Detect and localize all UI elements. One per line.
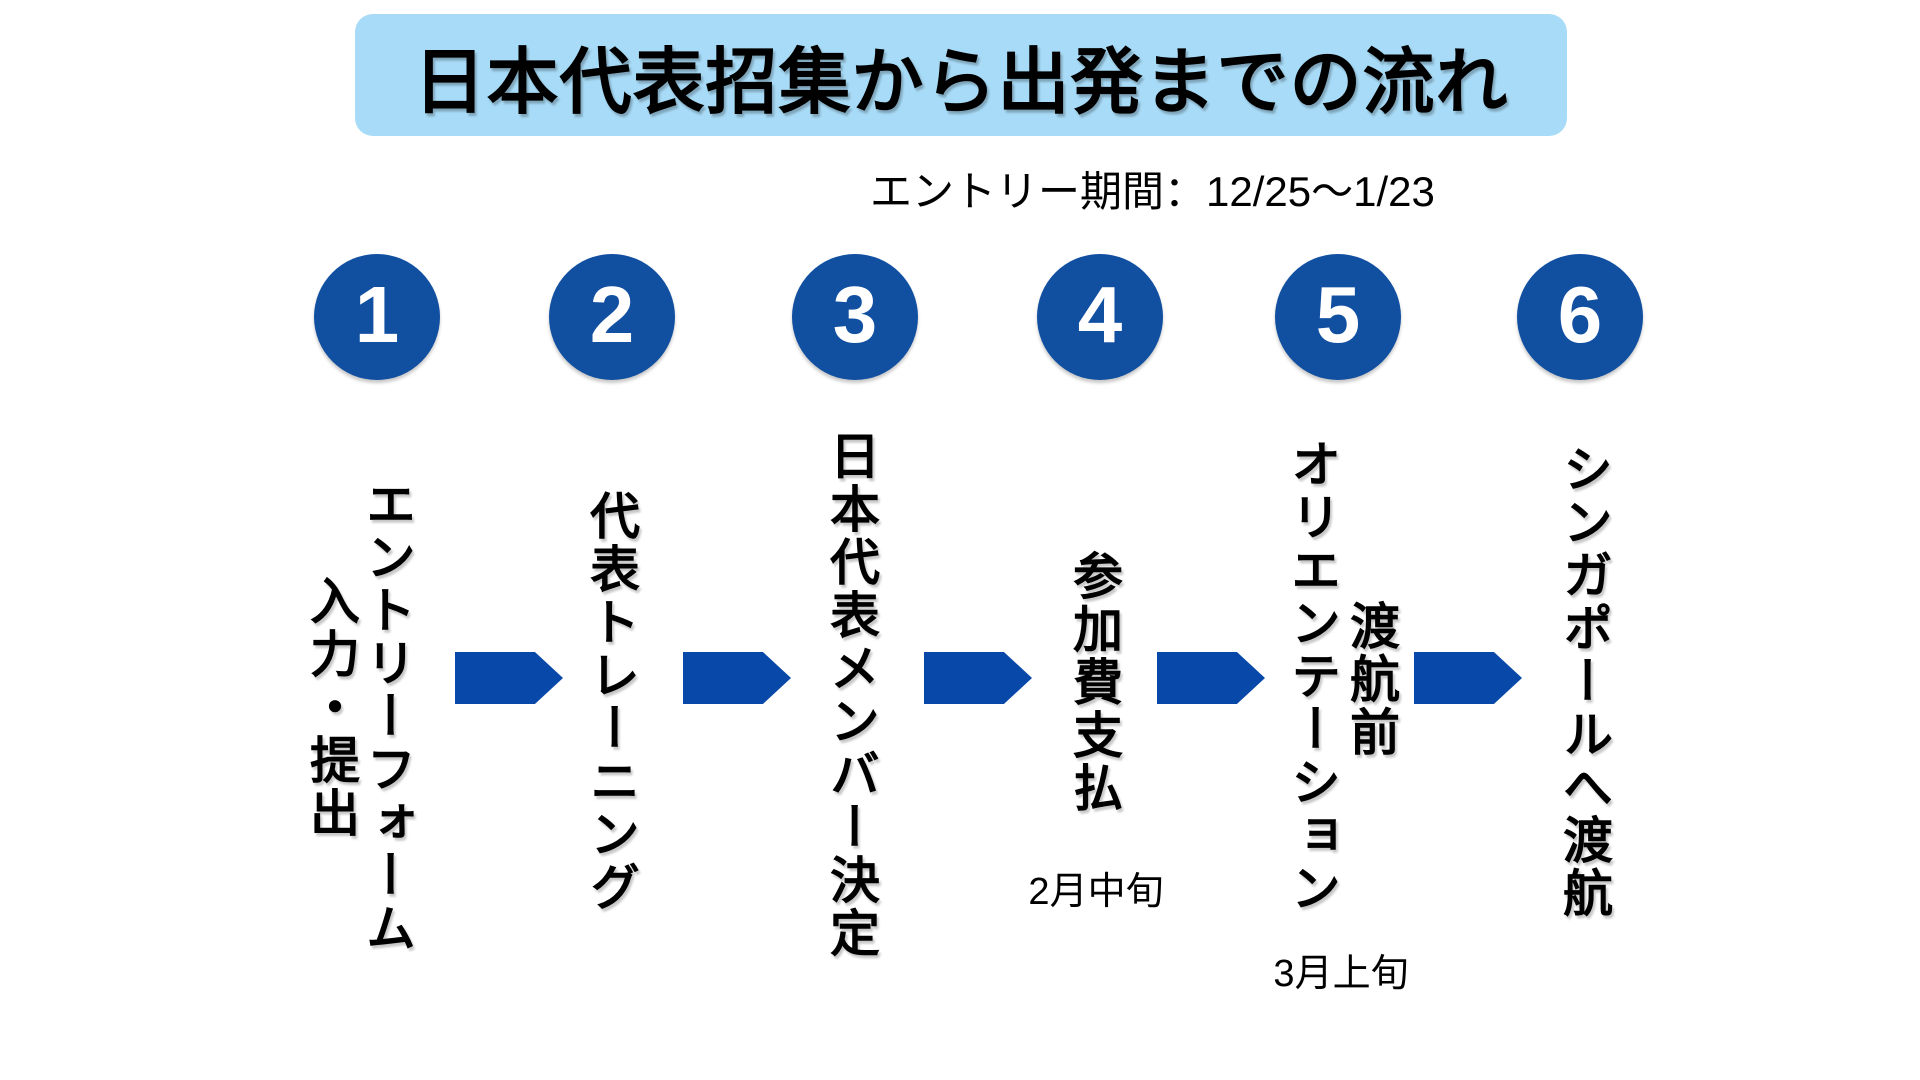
step-number: 5 [1315,270,1361,359]
step-number: 6 [1557,270,1603,359]
arrow-right-icon-4 [1157,652,1265,704]
step-label-6: シンガポールへ渡航 [1556,443,1612,920]
step-label-1-col1: エントリーフォーム [359,478,415,955]
step-circle-4: 4 [1037,254,1163,380]
page-title: 日本代表招集から出発までの流れ [413,42,1509,123]
step-label-2: 代表トレーニング [583,490,639,914]
step-circle-2: 2 [549,254,675,380]
step-date-5: 3月上旬 [1273,953,1409,995]
arrow-right-icon-3 [924,652,1032,704]
step-number: 3 [832,270,878,359]
step-circle-3: 3 [792,254,918,380]
step-label-3: 日本代表メンバー決定 [823,430,879,960]
step-label-5-col2: オリエンテーション [1284,438,1340,915]
step-circle-1: 1 [314,254,440,380]
entry-period-label: エントリー期間：12/25〜1/23 [870,168,1435,215]
title-banner: 日本代表招集から出発までの流れ [355,14,1567,136]
step-number: 2 [589,270,635,359]
step-label-1-col2: 入力・提出 [303,575,359,840]
arrow-right-icon-2 [683,652,791,704]
step-label-5-col1: 渡航前 [1343,600,1399,759]
step-date-4: 2月中旬 [1028,871,1164,913]
step-circle-6: 6 [1517,254,1643,380]
step-circle-5: 5 [1275,254,1401,380]
step-number: 4 [1077,270,1123,359]
step-label-4: 参加費支払 [1066,550,1122,815]
arrow-right-icon-1 [455,652,563,704]
step-number: 1 [354,270,400,359]
arrow-right-icon-5 [1414,652,1522,704]
